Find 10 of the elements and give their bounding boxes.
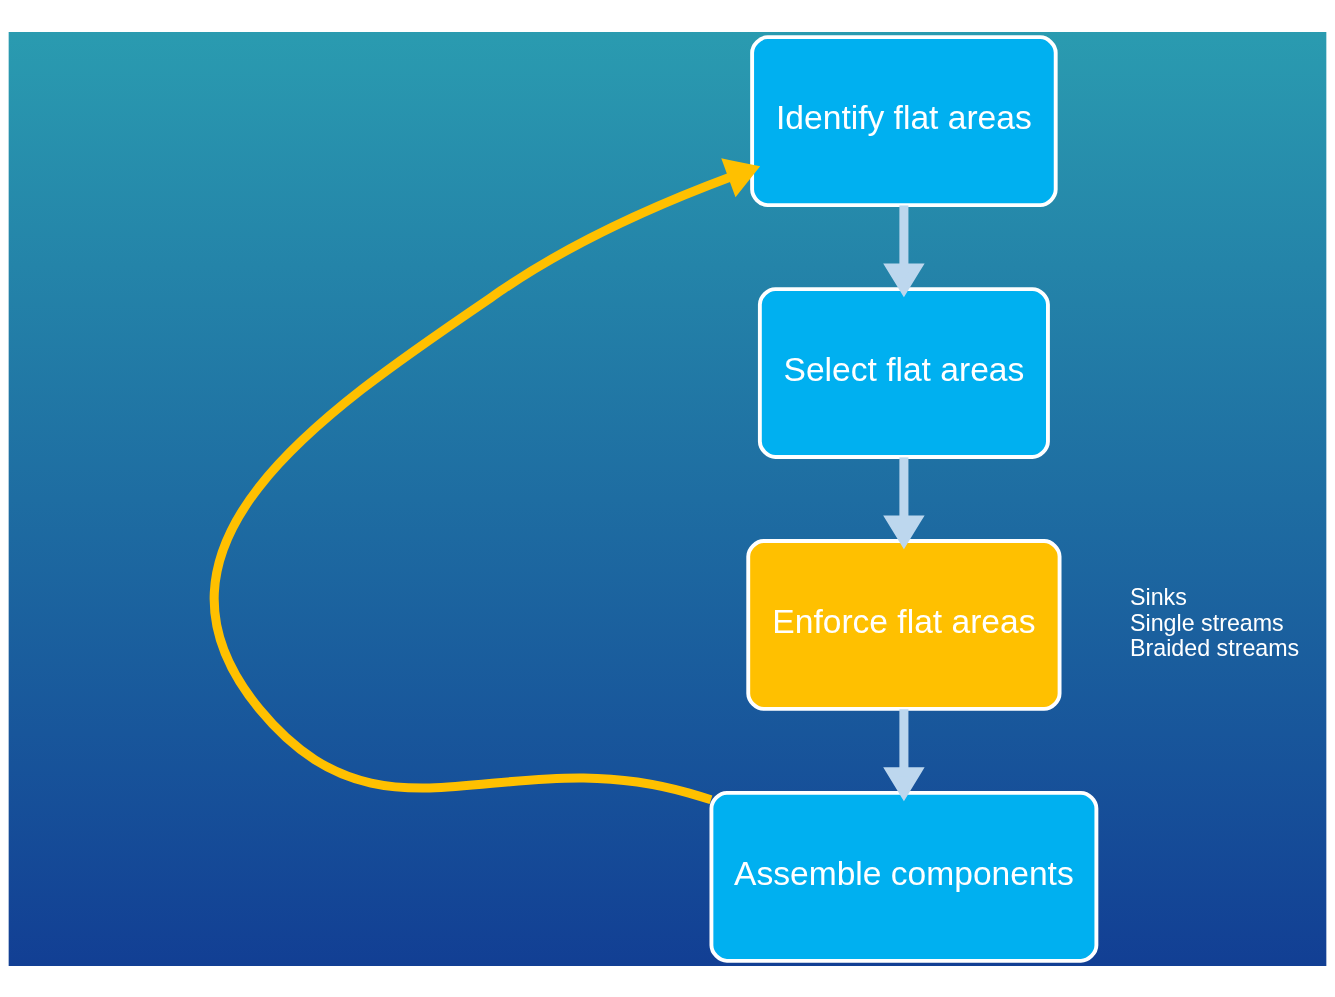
- node-box: Enforce flat areas: [746, 538, 1062, 711]
- arrow: [883, 204, 925, 297]
- arrow: [883, 456, 925, 549]
- node-box: Identify flat areas: [750, 34, 1058, 207]
- node-label: Sinks: [1129, 583, 1187, 610]
- node-box: Select flat areas: [757, 286, 1050, 459]
- arrow: [210, 157, 761, 804]
- node-label: Single streams: [1129, 609, 1284, 636]
- node-box: Assemble components: [709, 790, 1099, 963]
- arrow: [883, 708, 925, 801]
